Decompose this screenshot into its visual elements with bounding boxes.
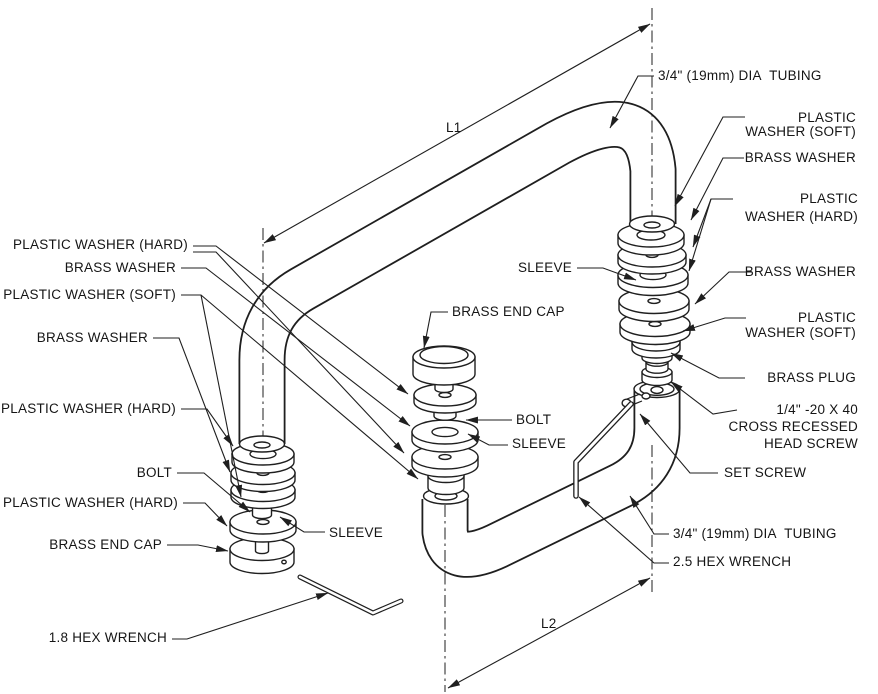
leader-line <box>467 433 508 446</box>
label-plastic-washer-soft-r1-line1: PLASTIC <box>798 110 856 125</box>
leader-line <box>694 271 752 305</box>
leader-line <box>279 516 325 533</box>
part-hole <box>648 320 662 328</box>
label-head-screw-line1: 1/4" -20 X 40 <box>776 402 858 417</box>
callout-labels: PLASTIC WASHER (HARD) BRASS WASHER PLAST… <box>1 68 858 645</box>
label-sleeve-left: SLEEVE <box>329 525 383 540</box>
label-tubing-top: 3/4" (19mm) DIA TUBING <box>658 68 822 83</box>
part-rim <box>281 559 287 565</box>
set-screw <box>621 392 651 408</box>
hex-wrench-1-8 <box>297 574 404 616</box>
leader-line <box>674 116 745 207</box>
label-hex-wrench-25: 2.5 HEX WRENCH <box>673 554 791 569</box>
leader-line <box>688 198 712 272</box>
dimension-label-l1: L1 <box>446 120 462 135</box>
part-hole <box>438 453 452 461</box>
set-screw-hole <box>641 392 651 400</box>
right-fastener-stack <box>617 215 691 399</box>
leader-line <box>193 245 409 395</box>
part-hole <box>647 297 661 305</box>
leader-line <box>167 544 229 553</box>
label-hex-wrench-18: 1.8 HEX WRENCH <box>49 630 167 645</box>
label-sleeve-center: SLEEVE <box>512 436 566 451</box>
label-brass-end-cap-center: BRASS END CAP <box>452 304 565 319</box>
label-plastic-washer-hard-r-line2: WASHER (HARD) <box>745 209 858 224</box>
dimension-line-l2 <box>447 577 651 689</box>
leader-line <box>670 352 745 379</box>
label-brass-plug: BRASS PLUG <box>767 370 856 385</box>
leader-line <box>181 267 411 427</box>
tube-l2-body <box>423 390 679 576</box>
part-hole <box>431 426 459 438</box>
part-rim <box>253 441 271 449</box>
leader-line <box>639 413 718 474</box>
leader-line <box>682 317 746 332</box>
label-plastic-washer-hard-low: PLASTIC WASHER (HARD) <box>3 495 178 510</box>
set-screw-side-a <box>626 393 641 400</box>
leader-line <box>629 495 669 535</box>
hex-wrench-18-body <box>298 575 403 615</box>
label-sleeve-right-stack: SLEEVE <box>518 260 572 275</box>
part-hole <box>438 391 452 399</box>
label-plastic-washer-soft-r1-line2: WASHER (SOFT) <box>745 124 856 139</box>
tubing-short-bar <box>421 390 681 578</box>
leader-line <box>193 251 405 454</box>
label-brass-washer-top: BRASS WASHER <box>65 260 176 275</box>
label-bolt-center: BOLT <box>516 412 551 427</box>
leader-line <box>181 408 234 447</box>
leader-line <box>153 337 231 473</box>
hex-wrench-25-body <box>574 402 633 498</box>
leader-line <box>177 472 251 513</box>
part-hole <box>256 518 270 526</box>
leader-line <box>172 592 329 640</box>
label-bolt-left: BOLT <box>137 465 172 480</box>
label-plastic-washer-soft-left: PLASTIC WASHER (SOFT) <box>3 287 176 302</box>
part-rim <box>419 345 469 365</box>
label-plastic-washer-hard-mid: PLASTIC WASHER (HARD) <box>1 401 176 416</box>
label-brass-end-cap-left: BRASS END CAP <box>49 537 162 552</box>
label-brass-washer-r2: BRASS WASHER <box>745 264 856 279</box>
leader-line <box>577 267 637 281</box>
dimension-lines: L1 L2 <box>263 23 651 689</box>
leader-line <box>183 502 228 527</box>
label-plastic-washer-soft-r2-line2: WASHER (SOFT) <box>745 325 856 340</box>
hex-wrench-2-5 <box>573 401 634 499</box>
dimension-label-l2: L2 <box>541 616 557 631</box>
leader-lines <box>153 75 752 640</box>
leader-line <box>578 496 669 564</box>
leader-line <box>200 294 243 498</box>
left-fastener-stack <box>229 435 297 575</box>
label-tubing-bottom: 3/4" (19mm) DIA TUBING <box>673 526 837 541</box>
label-plastic-washer-soft-r2-line1: PLASTIC <box>798 310 856 325</box>
leader-line <box>181 294 419 480</box>
label-brass-washer-left: BRASS WASHER <box>37 330 148 345</box>
leader-line <box>422 311 448 349</box>
leader-line <box>670 381 738 415</box>
dimension-line-l1 <box>263 23 651 244</box>
label-brass-washer-r1: BRASS WASHER <box>745 150 856 165</box>
label-set-screw: SET SCREW <box>724 465 806 480</box>
label-head-screw-line3: HEAD SCREW <box>764 436 858 451</box>
label-plastic-washer-hard-r-line1: PLASTIC <box>800 191 858 206</box>
leader-line <box>690 157 744 221</box>
center-fastener-stack <box>411 345 479 505</box>
part-rim <box>650 385 664 395</box>
centerlines <box>262 8 653 692</box>
label-plastic-washer-hard-top: PLASTIC WASHER (HARD) <box>13 237 188 252</box>
part-rim <box>643 221 661 229</box>
label-head-screw-line2: CROSS RECESSED <box>728 419 858 434</box>
